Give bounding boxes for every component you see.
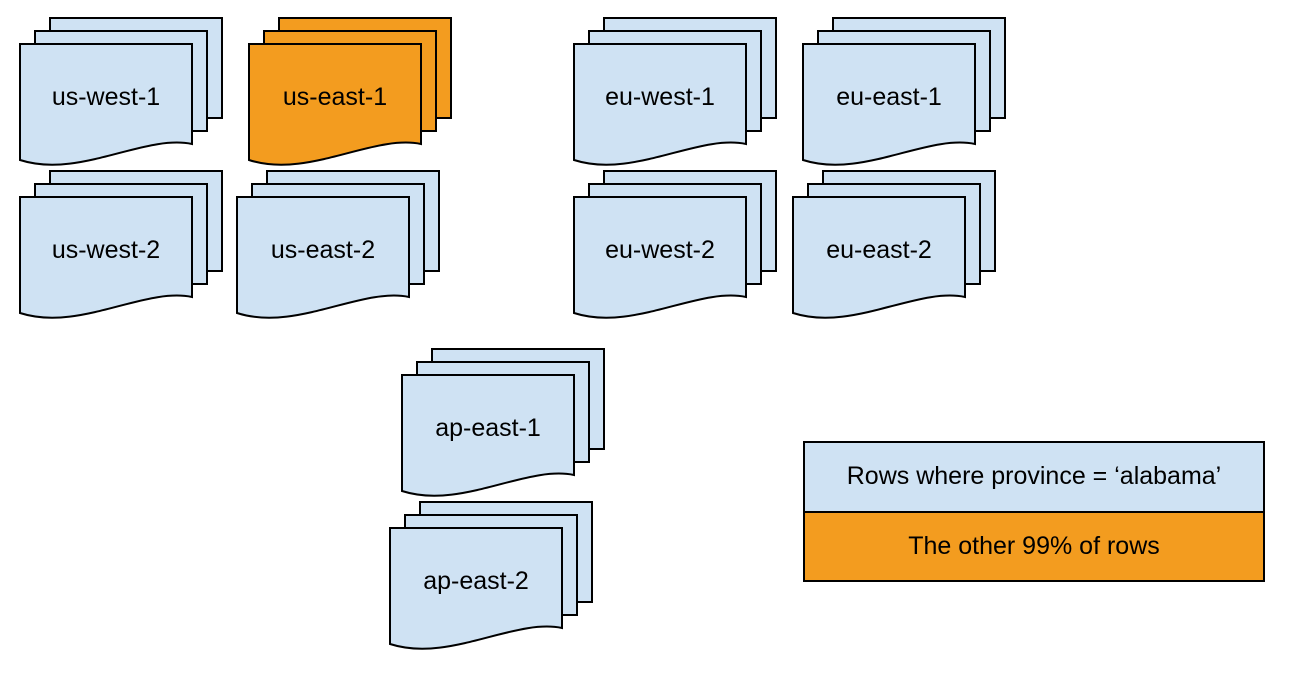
front-document-icon	[389, 527, 563, 650]
doc-stack-eu-west-1: eu-west-1	[573, 17, 777, 166]
doc-stack-us-west-1: us-west-1	[19, 17, 223, 166]
doc-stack-us-east-2: us-east-2	[236, 170, 440, 319]
front-document-icon	[19, 43, 193, 166]
stack-label: eu-west-1	[605, 83, 715, 111]
doc-stack-eu-east-2: eu-east-2	[792, 170, 996, 319]
legend-box: Rows where province = ‘alabama’The other…	[803, 441, 1265, 582]
front-document-icon	[19, 196, 193, 319]
stack-label: ap-east-2	[423, 567, 529, 595]
doc-stack-ap-east-1: ap-east-1	[401, 348, 605, 497]
front-document-icon	[792, 196, 966, 319]
front-document-icon	[401, 374, 575, 497]
stack-label: eu-west-2	[605, 236, 715, 264]
front-document-icon	[236, 196, 410, 319]
stack-label: us-east-2	[271, 236, 375, 264]
stack-label: eu-east-1	[836, 83, 942, 111]
stack-label: us-east-1	[283, 83, 387, 111]
front-document-icon	[573, 196, 747, 319]
legend-item-other-rows: The other 99% of rows	[805, 510, 1263, 580]
doc-stack-ap-east-2: ap-east-2	[389, 501, 593, 650]
stack-label: us-west-1	[52, 83, 160, 111]
doc-stack-us-west-2: us-west-2	[19, 170, 223, 319]
legend-item-alabama-rows: Rows where province = ‘alabama’	[805, 443, 1263, 511]
doc-stack-eu-east-1: eu-east-1	[802, 17, 1006, 166]
front-document-icon	[248, 43, 422, 166]
stack-label: us-west-2	[52, 236, 160, 264]
doc-stack-eu-west-2: eu-west-2	[573, 170, 777, 319]
front-document-icon	[802, 43, 976, 166]
stack-label: ap-east-1	[435, 414, 541, 442]
front-document-icon	[573, 43, 747, 166]
doc-stack-us-east-1: us-east-1	[248, 17, 452, 166]
stack-label: eu-east-2	[826, 236, 932, 264]
